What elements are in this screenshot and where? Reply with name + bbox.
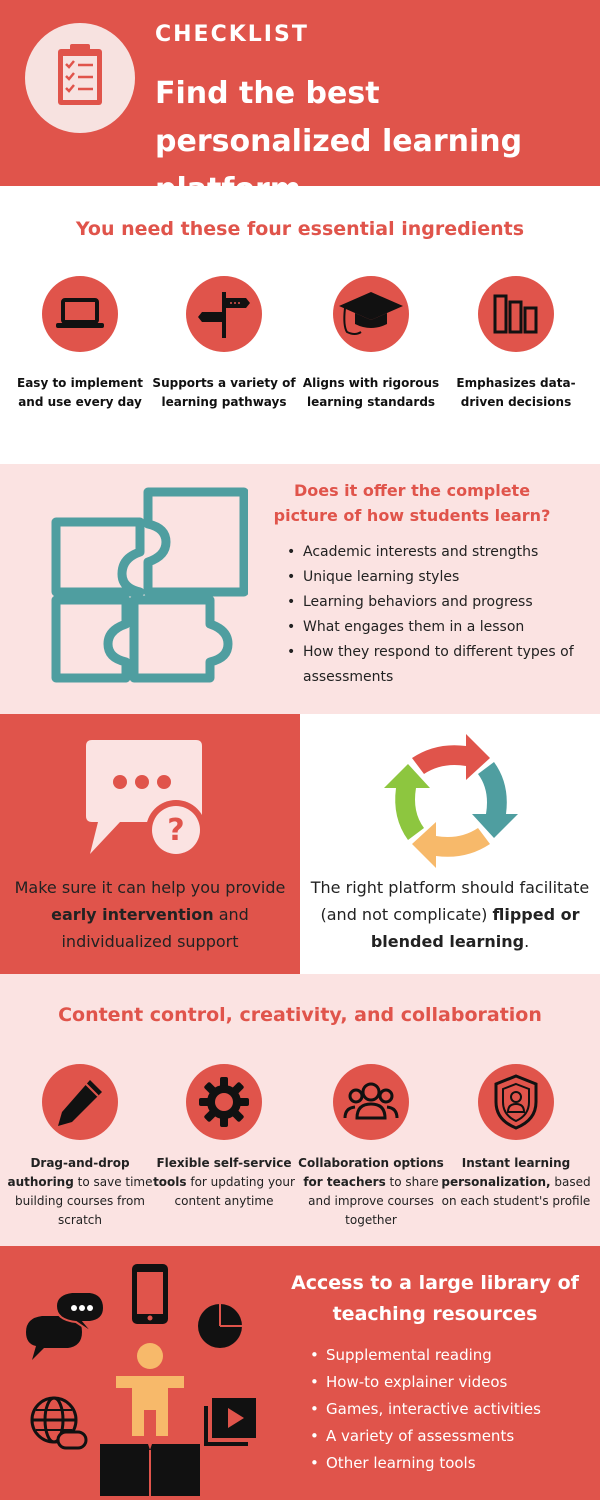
library-heading: Access to a large library of teaching re… xyxy=(291,1272,579,1325)
puzzle-icon xyxy=(48,484,249,688)
library-section: Access to a large library of teaching re… xyxy=(0,1246,600,1500)
intervention-text-post: and individualized support xyxy=(61,905,249,951)
intervention-text: Make sure it can help you provide early … xyxy=(0,874,300,955)
content-item: Flexible self-service tools for updating… xyxy=(149,1064,299,1211)
signpost-icon xyxy=(186,276,262,352)
header: CHECKLIST Find the best personalized lea… xyxy=(0,0,600,207)
blended-panel: The right platform should facilitate (an… xyxy=(300,714,600,974)
list-item: How-to explainer videos xyxy=(310,1369,600,1396)
ingredient-item: Aligns with rigorous learning standards xyxy=(296,276,446,412)
ingredient-label: Supports a variety of learning pathways xyxy=(152,376,296,409)
video-player-icon xyxy=(204,1398,256,1446)
ingredients-section: You need these four essential ingredient… xyxy=(0,186,600,464)
list-item: How they respond to different types of a… xyxy=(285,640,595,690)
list-item: Learning behaviors and progress xyxy=(285,590,595,615)
content-caption-bold: Collaboration options for teachers xyxy=(298,1156,444,1189)
gear-icon xyxy=(186,1064,262,1140)
person-icon xyxy=(116,1343,184,1436)
content-caption: Drag-and-drop authoring to save time bui… xyxy=(5,1154,155,1230)
content-caption-rest: based on each student's profile xyxy=(441,1175,591,1208)
list-item: What engages them in a lesson xyxy=(285,615,595,640)
content-caption-bold: Instant learning personalization, xyxy=(441,1156,571,1189)
list-item: A variety of assessments xyxy=(310,1423,600,1450)
bar-chart-icon xyxy=(478,276,554,352)
content-caption-bold: Drag-and-drop authoring xyxy=(7,1156,130,1189)
content-caption-bold: Flexible self-service tools xyxy=(153,1156,292,1189)
laptop-icon xyxy=(42,276,118,352)
ingredient-label: Aligns with rigorous learning standards xyxy=(302,376,440,409)
intervention-text-bold: early intervention xyxy=(51,905,214,924)
content-caption-rest: to save time building courses from scrat… xyxy=(15,1175,153,1227)
list-item: Games, interactive activities xyxy=(310,1396,600,1423)
header-kicker: CHECKLIST xyxy=(155,22,309,47)
list-item: Unique learning styles xyxy=(285,565,595,590)
pencil-icon xyxy=(42,1064,118,1140)
ingredient-item: Supports a variety of learning pathways xyxy=(149,276,299,412)
content-caption: Collaboration options for teachers to sh… xyxy=(296,1154,446,1230)
blended-text-bold: flipped or blended learning xyxy=(370,905,580,951)
content-item: Collaboration options for teachers to sh… xyxy=(296,1064,446,1230)
list-item: Supplemental reading xyxy=(310,1342,600,1369)
blended-text-post: . xyxy=(524,932,530,951)
svg-text:?: ? xyxy=(167,813,184,848)
graduation-cap-icon xyxy=(333,276,409,352)
content-caption-rest: for updating your content anytime xyxy=(174,1175,295,1208)
blended-text-pre: The right platform should facilitate (an… xyxy=(310,878,590,924)
resources-illustration xyxy=(20,1260,280,1500)
content-caption: Instant learning personalization, based … xyxy=(441,1154,591,1211)
library-list: Supplemental reading How-to explainer vi… xyxy=(310,1342,600,1477)
intervention-panel: ? Make sure it can help you provide earl… xyxy=(0,714,300,974)
chat-bubbles-icon xyxy=(26,1291,106,1360)
picture-list: Academic interests and strengths Unique … xyxy=(285,540,595,690)
blended-text: The right platform should facilitate (an… xyxy=(300,874,600,955)
people-icon xyxy=(333,1064,409,1140)
list-item: Other learning tools xyxy=(310,1450,600,1477)
chat-question-icon: ? xyxy=(80,736,210,870)
phone-icon xyxy=(132,1264,168,1324)
picture-section: Does it offer the complete picture of ho… xyxy=(0,464,600,714)
ingredients-heading: You need these four essential ingredient… xyxy=(75,218,525,240)
content-item: Drag-and-drop authoring to save time bui… xyxy=(5,1064,155,1230)
open-book-icon xyxy=(100,1444,200,1496)
list-item: Academic interests and strengths xyxy=(285,540,595,565)
content-caption: Flexible self-service tools for updating… xyxy=(149,1154,299,1211)
ingredient-item: Easy to implement and use every day xyxy=(5,276,155,412)
content-item: Instant learning personalization, based … xyxy=(441,1064,591,1211)
content-heading: Content control, creativity, and collabo… xyxy=(58,1004,542,1026)
ingredient-label: Easy to implement and use every day xyxy=(17,376,143,409)
cycle-arrows-icon xyxy=(378,726,526,878)
shield-user-icon xyxy=(478,1064,554,1140)
pie-chart-icon xyxy=(198,1304,242,1348)
content-caption-rest: to share and improve courses together xyxy=(308,1175,439,1227)
ingredient-label: Emphasizes data-driven decisions xyxy=(456,376,576,409)
globe-gamepad-icon xyxy=(30,1396,88,1450)
picture-question: Does it offer the complete picture of ho… xyxy=(273,481,551,525)
ingredient-item: Emphasizes data-driven decisions xyxy=(441,276,591,412)
content-section: Content control, creativity, and collabo… xyxy=(0,974,600,1246)
clipboard-checklist-icon xyxy=(25,23,135,133)
intervention-text-pre: Make sure it can help you provide xyxy=(14,878,286,897)
